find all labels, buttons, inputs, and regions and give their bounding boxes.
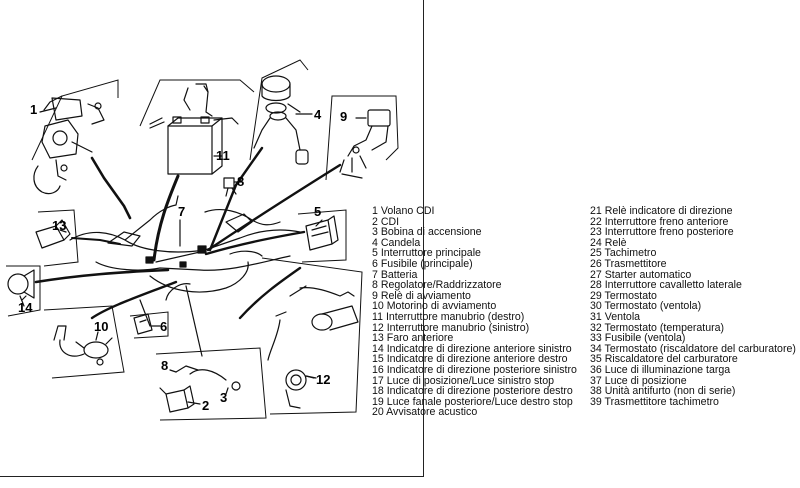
legend-item: 30 Termostato (ventola) [590,300,702,313]
central-harness [145,245,207,268]
callout-8-lower: 8 [161,358,168,373]
legend-item: 34 Termostato (riscaldatore del carburat… [590,342,796,355]
item-4-component [253,75,309,165]
wire-5 [204,230,306,256]
callout-5: 5 [314,204,321,219]
item-14-indicator [7,269,35,307]
wire-11 [152,174,180,262]
wire-4 [208,146,264,252]
legend-item: 7 Batteria [372,268,418,281]
legend-item: 27 Starter automatico [590,268,692,281]
callout-7: 7 [178,204,185,219]
legend-item: 29 Termostato [590,289,657,302]
legend-item: 3 Bobina di accensione [372,226,482,239]
legend-item: 23 Interruttore freno posteriore [590,226,734,239]
legend-item: 13 Faro anteriore [372,332,454,345]
item-6-fuse [133,313,153,335]
callout-12: 12 [316,372,330,387]
item-9-relay [339,109,391,179]
legend-item: 15 Indicatore di direzione anteriore des… [372,353,568,366]
leader-lines [21,107,367,405]
legend-item: 36 Luce di illuminazione targa [590,363,731,376]
item-3-coil [175,365,241,391]
callout-13: 13 [52,218,66,233]
legend-item: 28 Interruttore cavalletto laterale [590,279,742,292]
wire-13 [71,237,121,245]
vertical-divider [423,0,424,477]
legend-item: 10 Motorino di avviamento [372,300,497,313]
item-5-fusebox [305,215,339,251]
legend-item: 1 Volano CDI [372,205,435,217]
callout-4: 4 [314,107,322,122]
callout-1: 1 [30,102,37,117]
legend-item: 12 Interruttore manubrio (sinistro) [372,321,530,334]
callout-8-upper: 8 [237,174,244,189]
legend-item: 33 Fusibile (ventola) [590,332,686,345]
legend-item: 9 Relè di avviamento [372,289,471,302]
legend-item: 6 Fusibile (principale) [372,257,473,270]
right-motor-assembly [267,285,359,361]
group-frames [6,59,399,421]
legend-item: 18 Indicatore di direzione posteriore de… [372,385,573,398]
callout-11: 11 [216,148,230,163]
item-11-battery [149,83,239,175]
legend-item: 39 Trasmettitore tachimetro [590,395,719,408]
legend-item: 19 Luce fanale posteriore/Luce destro st… [372,395,573,408]
legend-item: 32 Termostato (temperatura) [590,321,725,334]
item-12-switch [285,369,315,409]
legend-item: 4 Candela [372,236,421,249]
legend-item: 22 Interruttore freno anteriore [590,215,729,228]
item-13-headlight [35,219,71,249]
callout-14: 14 [18,300,33,315]
legend-item: 38 Unità antifurto (non di serie) [590,385,736,398]
wire-10 [90,280,178,320]
legend-item: 11 Interruttore manubrio (destro) [372,310,525,323]
legend-item: 26 Trasmettitore [590,257,667,270]
wire-14 [34,268,170,284]
legend-item: 35 Riscaldatore del carburatore [590,353,738,366]
item-10-starter [53,325,113,366]
legend-item: 24 Relè [590,236,627,249]
legend-item: 21 Relè indicatore di direzione [590,205,733,217]
legend-item: 31 Ventola [590,310,641,323]
legend-item: 37 Luce di posizione [590,374,687,387]
legend-item: 17 Luce di posizione/Luce sinistro stop [372,374,554,387]
item-2-cdi [159,385,195,413]
legend-item: 16 Indicatore di direzione posteriore si… [372,363,577,376]
legend-item: 20 Avvisatore acustico [372,406,478,419]
callout-3: 3 [220,390,227,405]
legend-item: 2 CDI [372,215,400,228]
callout-6: 6 [160,319,167,334]
bottom-border [0,476,424,477]
legend-item: 14 Indicatore di direzione anteriore sin… [372,342,572,355]
callout-10: 10 [94,319,108,334]
legend-item: 25 Tachimetro [590,247,657,260]
legend-item: 8 Regolatore/Raddrizzatore [372,279,502,292]
legend-item: 5 Interruttore principale [372,247,481,260]
callout-2: 2 [202,398,209,413]
wire-1 [90,156,132,220]
callout-9: 9 [340,109,347,124]
item-8-upper-regulator [223,177,237,197]
wire-right [238,266,302,320]
